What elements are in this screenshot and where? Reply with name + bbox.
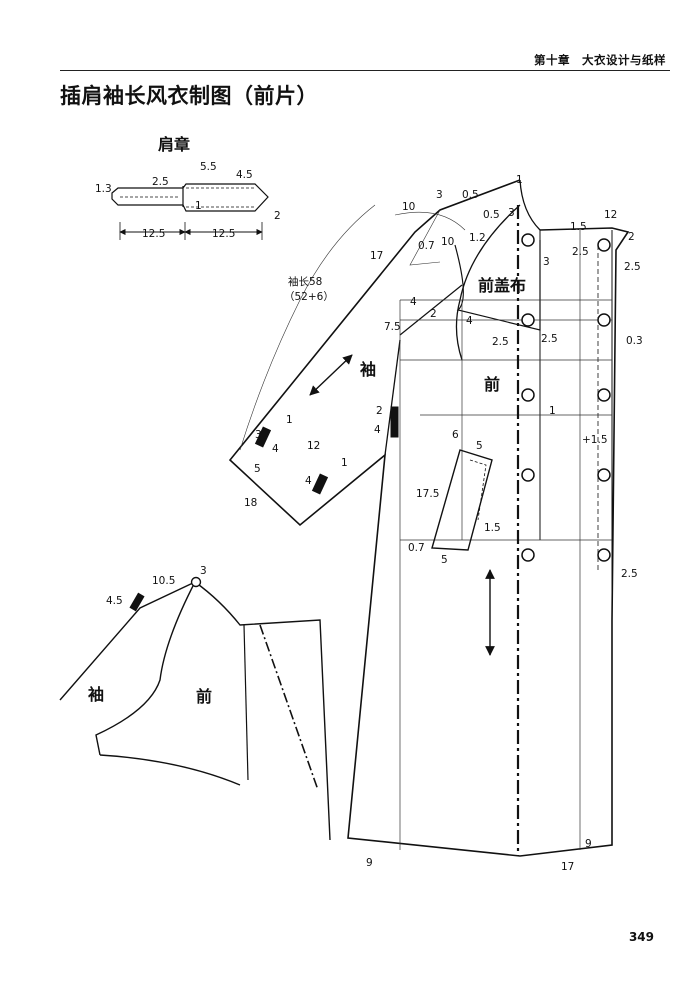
- front-label: 前: [484, 375, 500, 394]
- dim-label: 1.3: [95, 183, 112, 195]
- dim-label: 2.5: [621, 568, 638, 580]
- dim-label: 3: [543, 256, 550, 268]
- dim-label: 5.5: [200, 161, 217, 173]
- dim-label: 1: [341, 457, 348, 469]
- dim-label: 3: [508, 207, 515, 219]
- dim-label: 4: [466, 315, 473, 327]
- header-rule: [60, 70, 670, 71]
- storm-flap-label: 前盖布: [478, 276, 526, 295]
- page-number: 349: [628, 930, 654, 944]
- dim-label: 2.5: [541, 333, 558, 345]
- epaulette-dimensions: 1.3 2.5 5.5 4.5 1 2 12.5 12.5: [95, 161, 281, 240]
- page-title: 插肩袖长风衣制图（前片）: [60, 84, 318, 108]
- dim-label: 5: [476, 440, 483, 452]
- epaulette-diagram: 肩章: [111, 135, 269, 240]
- dim-label: 0.7: [418, 240, 435, 252]
- dim-label: 1.2: [469, 232, 486, 244]
- dim-label: 3: [255, 429, 262, 441]
- dim-label: 0.7: [408, 542, 425, 554]
- running-head: 第十章 大衣设计与纸样: [534, 53, 666, 67]
- inset-diagram: [59, 576, 331, 841]
- dim-label: 1: [549, 405, 556, 417]
- buttons: [521, 233, 611, 562]
- inset-front-label: 前: [196, 687, 212, 706]
- dim-label: 2.5: [572, 246, 589, 258]
- welt-pocket: [431, 449, 493, 551]
- inset-labels: 袖 前 10.5 3 4.5: [88, 565, 212, 706]
- dim-label: 17: [561, 861, 574, 873]
- dim-label: 10.5: [152, 575, 175, 587]
- dim-label: 2: [274, 210, 281, 222]
- dim-label: 1: [195, 200, 202, 212]
- dim-label: 9: [585, 838, 592, 850]
- dim-label: 1: [286, 414, 293, 426]
- dim-label: 12: [604, 209, 617, 221]
- dim-label: 6: [452, 429, 459, 441]
- dim-label: 0.3: [626, 335, 643, 347]
- main-dimensions: 1 3 0.5 0.5 3 10 0.7 10 17 1.5 12 2 2.5 …: [244, 174, 643, 873]
- dim-label: 17: [370, 250, 383, 262]
- dim-label: 3: [436, 189, 443, 201]
- dim-label: 2.5: [624, 261, 641, 273]
- dim-label: 4: [374, 424, 381, 436]
- dim-label: 10: [402, 201, 415, 213]
- dim-label: 4: [305, 475, 312, 487]
- dim-label: 4.5: [106, 595, 123, 607]
- front-pattern: [228, 179, 630, 857]
- dim-label: +1.5: [582, 434, 608, 446]
- construction-lines: [239, 204, 612, 850]
- dim-label: 12: [307, 440, 320, 452]
- epaulette-title: 肩章: [158, 135, 190, 154]
- dim-label: 5: [441, 554, 448, 566]
- dim-label: 2: [376, 405, 383, 417]
- dim-label: 12.5: [212, 228, 235, 240]
- inset-sleeve-label: 袖: [88, 685, 104, 704]
- grainlines: [309, 354, 495, 656]
- sleeve-length-label: 袖长58: [288, 275, 322, 288]
- sleeve-label: 袖: [360, 360, 376, 379]
- dim-label: 10: [441, 236, 454, 248]
- dim-label: 18: [244, 497, 257, 509]
- dim-label: 4.5: [236, 169, 253, 181]
- dim-label: 2.5: [152, 176, 169, 188]
- sleeve-length-sub-label: （52+6）: [284, 291, 334, 303]
- dim-label: 4: [272, 443, 279, 455]
- dim-label: 1.5: [484, 522, 501, 534]
- dim-label: 2.5: [492, 336, 509, 348]
- dim-label: 17.5: [416, 488, 439, 500]
- sleeve-tabs: [254, 406, 399, 495]
- dim-label: 7.5: [384, 321, 401, 333]
- main-big-labels: 袖 前 前盖布 袖长58 （52+6）: [284, 275, 526, 394]
- dim-label: 1: [516, 174, 523, 186]
- dim-label: 3: [200, 565, 207, 577]
- dim-label: 0.5: [483, 209, 500, 221]
- dim-label: 0.5: [462, 189, 479, 201]
- dim-label: 2: [628, 231, 635, 243]
- dim-label: 9: [366, 857, 373, 869]
- dim-label: 12.5: [142, 228, 165, 240]
- dim-label: 4: [410, 296, 417, 308]
- dim-label: 2: [430, 308, 437, 320]
- dim-label: 1.5: [570, 221, 587, 233]
- dim-label: 5: [254, 463, 261, 475]
